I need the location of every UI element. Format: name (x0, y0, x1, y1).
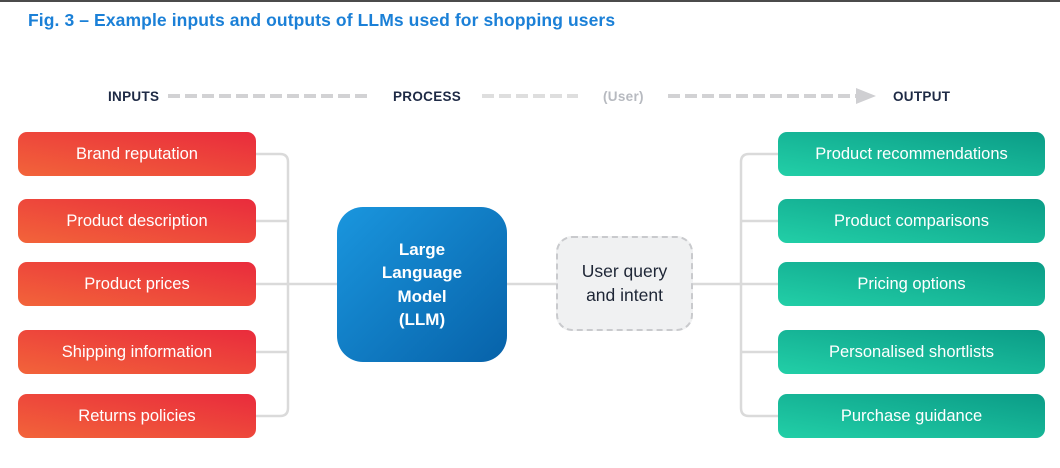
input-box-product-prices: Product prices (18, 262, 256, 306)
top-edge-line (0, 0, 1060, 2)
process-header-label: PROCESS (393, 89, 462, 104)
output-header-label: OUTPUT (893, 89, 951, 104)
input-connectors (256, 152, 337, 418)
llm-process-box: Large Language Model (LLM) (337, 207, 507, 362)
user-header-label: (User) (603, 89, 644, 104)
input-box-product-description: Product description (18, 199, 256, 243)
output-box-pricing-options: Pricing options (778, 262, 1045, 306)
user-query-box: User query and intent (556, 236, 693, 331)
input-box-shipping-information: Shipping information (18, 330, 256, 374)
arrowhead-icon (856, 88, 876, 104)
output-box-personalised-shortlists: Personalised shortlists (778, 330, 1045, 374)
figure-title: Fig. 3 – Example inputs and outputs of L… (28, 10, 616, 30)
output-box-purchase-guidance: Purchase guidance (778, 394, 1045, 438)
input-box-returns-policies: Returns policies (18, 394, 256, 438)
input-box-brand-reputation: Brand reputation (18, 132, 256, 176)
output-box-product-recommendations: Product recommendations (778, 132, 1045, 176)
output-connectors (693, 152, 778, 418)
inputs-header-label: INPUTS (108, 89, 160, 104)
output-box-product-comparisons: Product comparisons (778, 199, 1045, 243)
